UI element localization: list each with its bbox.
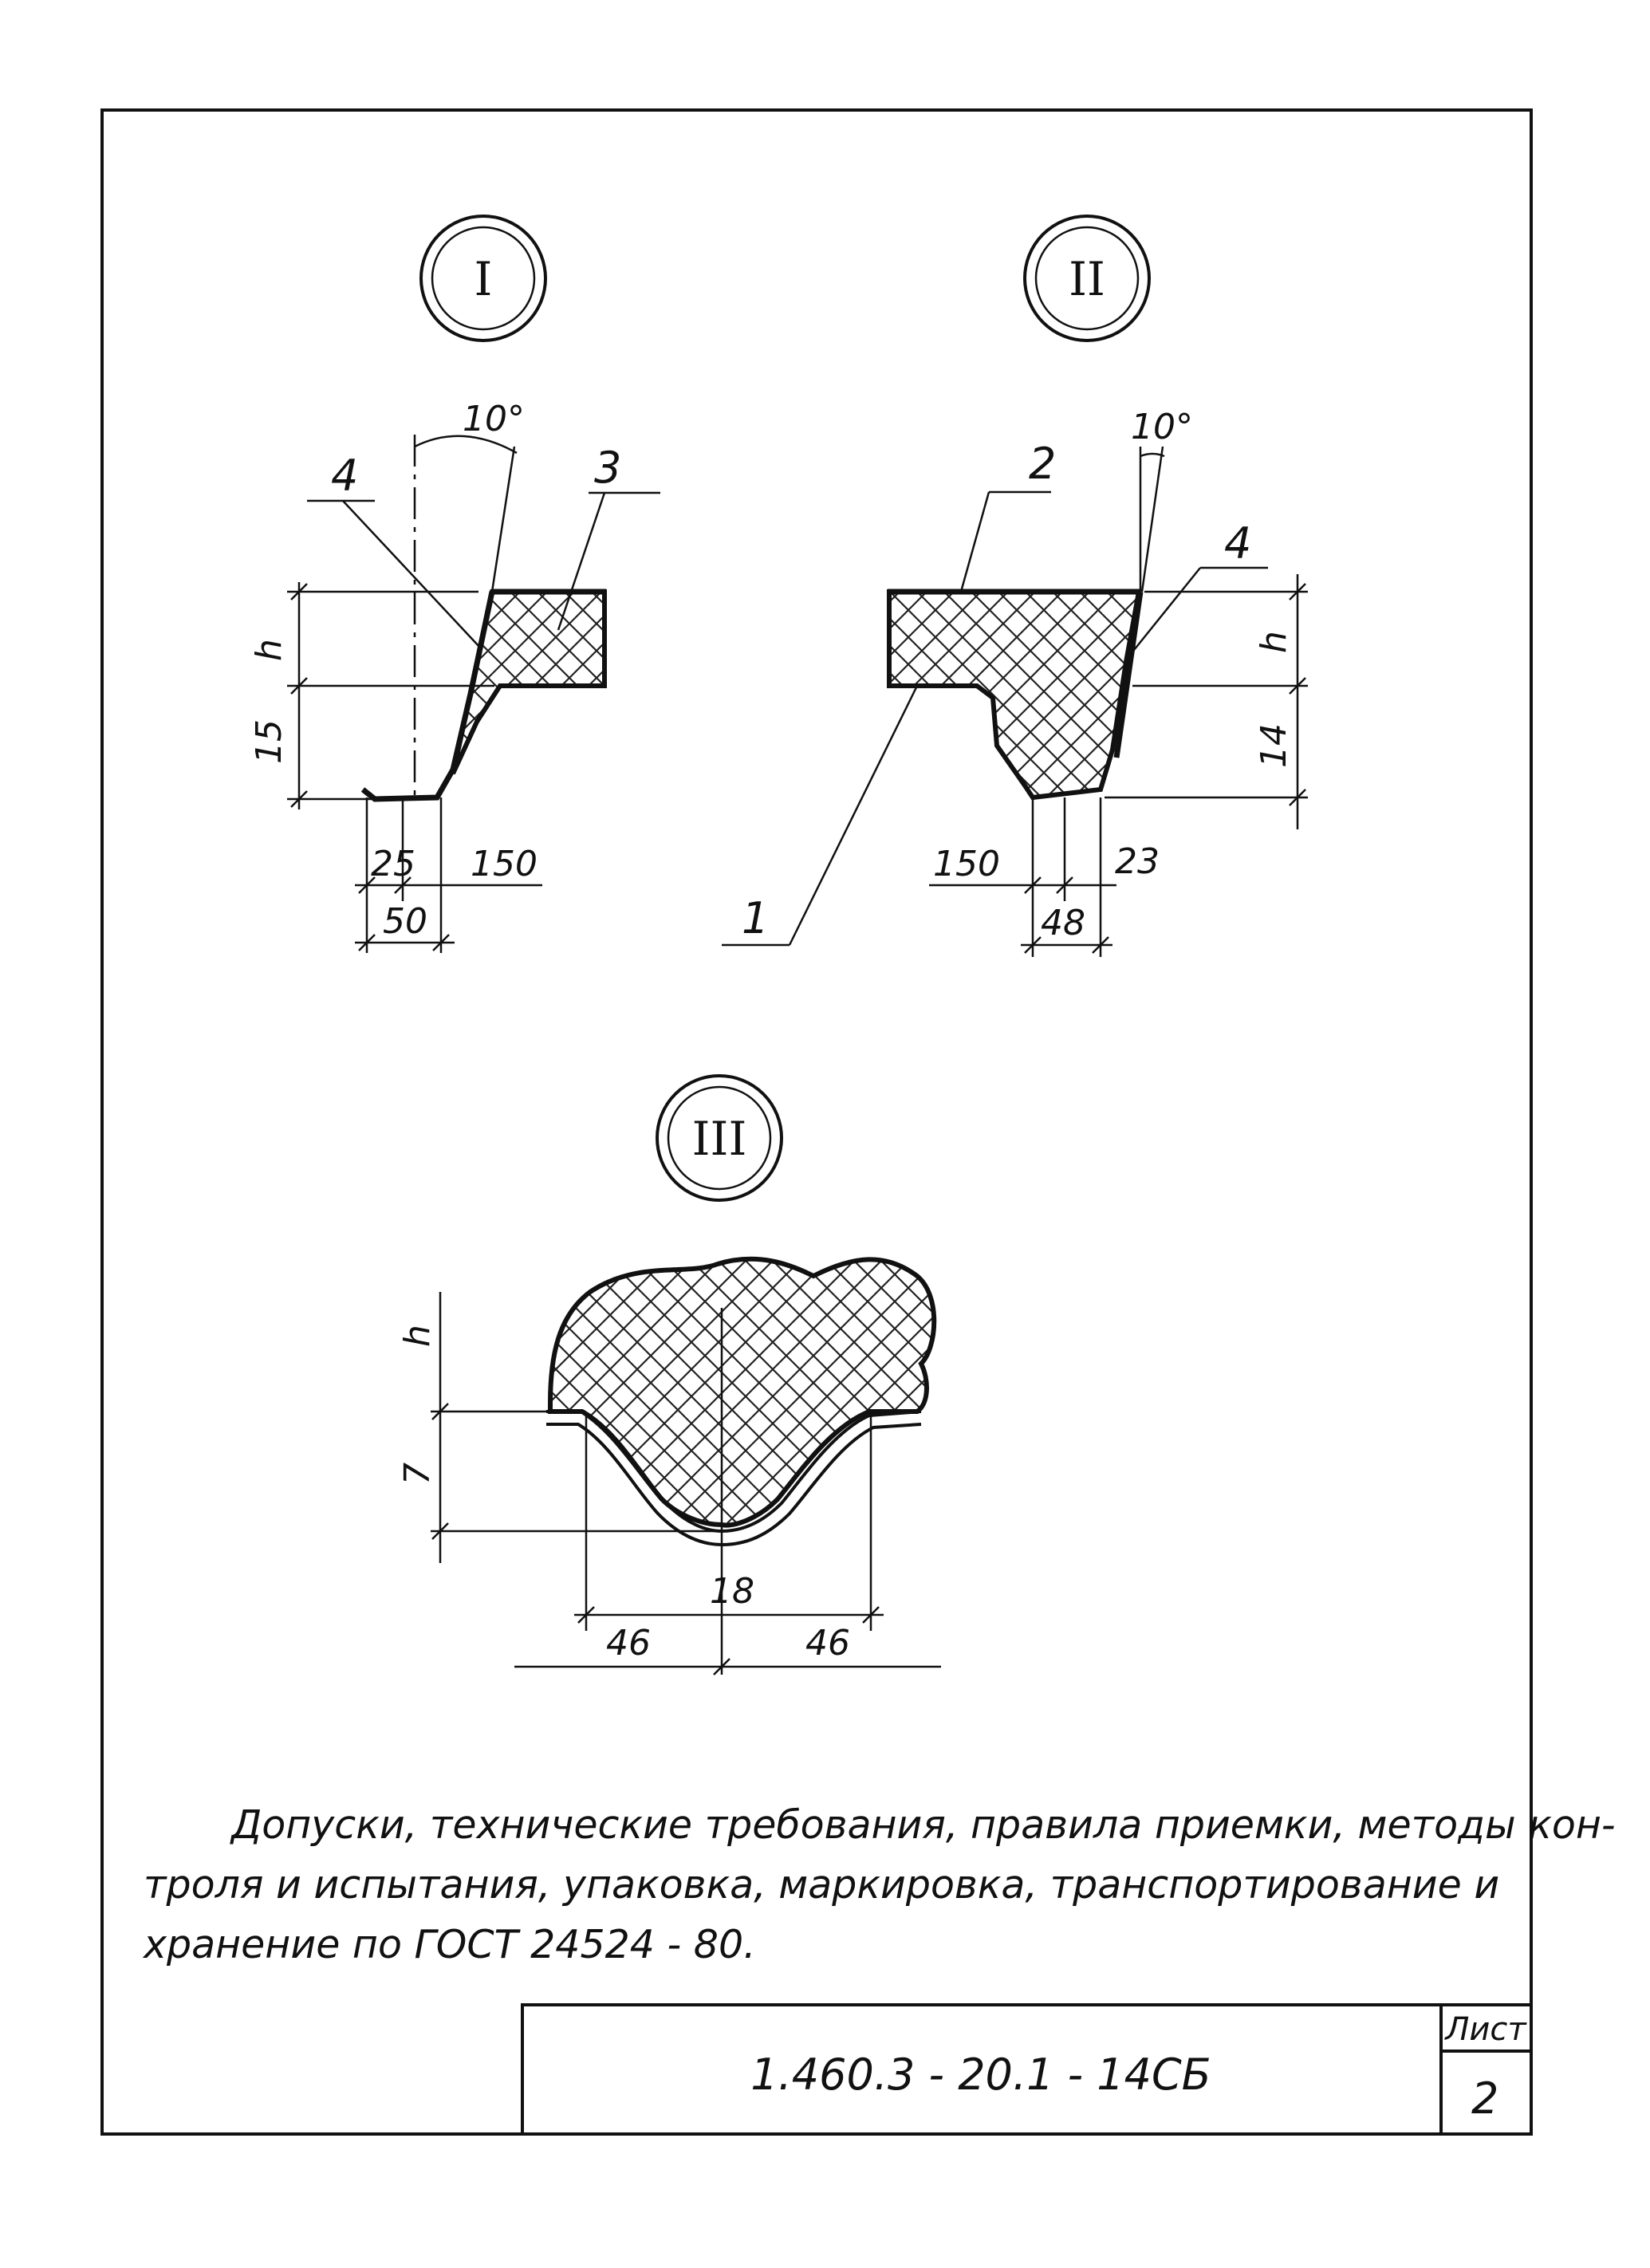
title-block-frame xyxy=(521,2003,1533,2136)
view-3-dim-7: 7 xyxy=(397,1463,438,1485)
view-3-dim-46-left: 46 xyxy=(606,1623,651,1664)
view-2-marker-inner xyxy=(1034,226,1140,331)
view-1-dim-15: 15 xyxy=(249,719,289,764)
view-1-angle-ray xyxy=(490,446,516,593)
document-code: 1.460.3 - 20.1 - 14СБ xyxy=(750,2049,1211,2100)
view-1-dim-50: 50 xyxy=(383,901,427,942)
view-1-callout-3-leader xyxy=(557,492,606,631)
view-1-hdim-tick-1 xyxy=(358,876,376,894)
view-2-dim-23: 23 xyxy=(1115,841,1160,882)
view-1-angle-label: 10° xyxy=(463,399,525,439)
view-2-hdim-tick-2 xyxy=(1056,876,1073,894)
view-2-angle-ray xyxy=(1140,446,1164,593)
view-1-callout-4: 4 xyxy=(331,451,358,501)
view-2-dim-h: h xyxy=(1254,631,1294,653)
view-2-hatched-profile xyxy=(887,589,1142,801)
view-2-hdim-tick-3 xyxy=(1024,936,1042,954)
sheet-label: Лист xyxy=(1443,2011,1527,2048)
view-2-vdim-tick-1 xyxy=(1289,583,1306,600)
view-2-callout-2-leader xyxy=(959,491,990,593)
notes-line-3: хранение по ГОСТ 24524 - 80. xyxy=(142,1922,756,1967)
view-3-hdim-tick-1 xyxy=(577,1606,595,1624)
view-2-roman-numeral: II xyxy=(1069,252,1105,306)
view-1-vdim-tick-3 xyxy=(290,790,308,808)
view-2-hdim-tick-1 xyxy=(1024,876,1042,894)
view-2-dim-150: 150 xyxy=(933,844,1000,884)
view-2-hdim-tick-4 xyxy=(1092,936,1109,954)
view-3-hdim-tick-3 xyxy=(713,1658,730,1675)
notes-line-2: троля и испытания, упаковка, маркировка,… xyxy=(144,1862,1499,1908)
view-2-callout-1-leader xyxy=(788,685,919,946)
view-2-vdim-tick-3 xyxy=(1289,789,1306,806)
view-3-hdim-tick-2 xyxy=(862,1606,880,1624)
view-1-seal-edge xyxy=(360,591,495,802)
view-2-callout-4-leader xyxy=(1130,567,1201,655)
view-1-dim-150: 150 xyxy=(471,844,538,884)
view-2-marker-outer xyxy=(1023,215,1151,342)
view-3-dim-18: 18 xyxy=(710,1571,754,1612)
view-1-vdim-tick-2 xyxy=(290,677,308,695)
view-3-hatched-profile xyxy=(548,1256,937,1528)
view-1-roman-numeral: I xyxy=(475,252,493,306)
view-1-marker-inner xyxy=(431,226,536,331)
view-1-dim-h: h xyxy=(249,639,289,661)
view-1-hdim-tick-3 xyxy=(358,934,376,951)
notes-line-1: Допуски, технические требования, правила… xyxy=(230,1802,1616,1848)
notes-block: Допуски, технические требования, правила… xyxy=(142,1802,1616,1967)
view-1-hdim-tick-4 xyxy=(432,934,450,951)
view-3-dim-h: h xyxy=(397,1325,438,1347)
sheet-number: 2 xyxy=(1471,2073,1498,2124)
view-1-hdim-tick-2 xyxy=(394,876,412,894)
view-3-marker-outer xyxy=(656,1074,783,1202)
title-block: 1.460.3 - 20.1 - 14СБ Лист 2 xyxy=(521,2003,1533,2136)
view-2-angle-arc xyxy=(1140,452,1165,458)
view-1-callout-4-leader xyxy=(342,500,481,648)
view-2-callout-1: 1 xyxy=(742,893,769,943)
view-3: III h 7 18 46 46 xyxy=(397,1074,941,1675)
view-3-vdim-tick-2 xyxy=(431,1522,449,1540)
view-2: II 10° 2 4 1 h 14 xyxy=(722,215,1308,957)
view-2-angle-label: 10° xyxy=(1131,407,1193,447)
view-2-callout-2: 2 xyxy=(1029,439,1056,489)
view-3-vdim-tick-1 xyxy=(431,1403,449,1420)
view-1-marker-outer xyxy=(419,215,547,342)
view-1-dim-25: 25 xyxy=(371,844,415,884)
view-1-angle-arc xyxy=(414,435,518,455)
view-3-dim-46-right: 46 xyxy=(805,1623,850,1664)
view-2-seal-edge xyxy=(1113,591,1144,758)
view-1: I 10° 4 3 h 15 2 xyxy=(249,215,660,953)
view-1-callout-3: 3 xyxy=(594,443,621,493)
view-2-dim-14: 14 xyxy=(1254,723,1294,768)
view-1-vdim-tick-1 xyxy=(290,583,308,600)
view-3-roman-numeral: III xyxy=(692,1112,747,1166)
view-2-dim-48: 48 xyxy=(1041,903,1085,943)
view-2-vdim-tick-2 xyxy=(1289,677,1306,695)
view-3-marker-inner xyxy=(667,1085,772,1191)
view-2-callout-4: 4 xyxy=(1224,518,1251,569)
